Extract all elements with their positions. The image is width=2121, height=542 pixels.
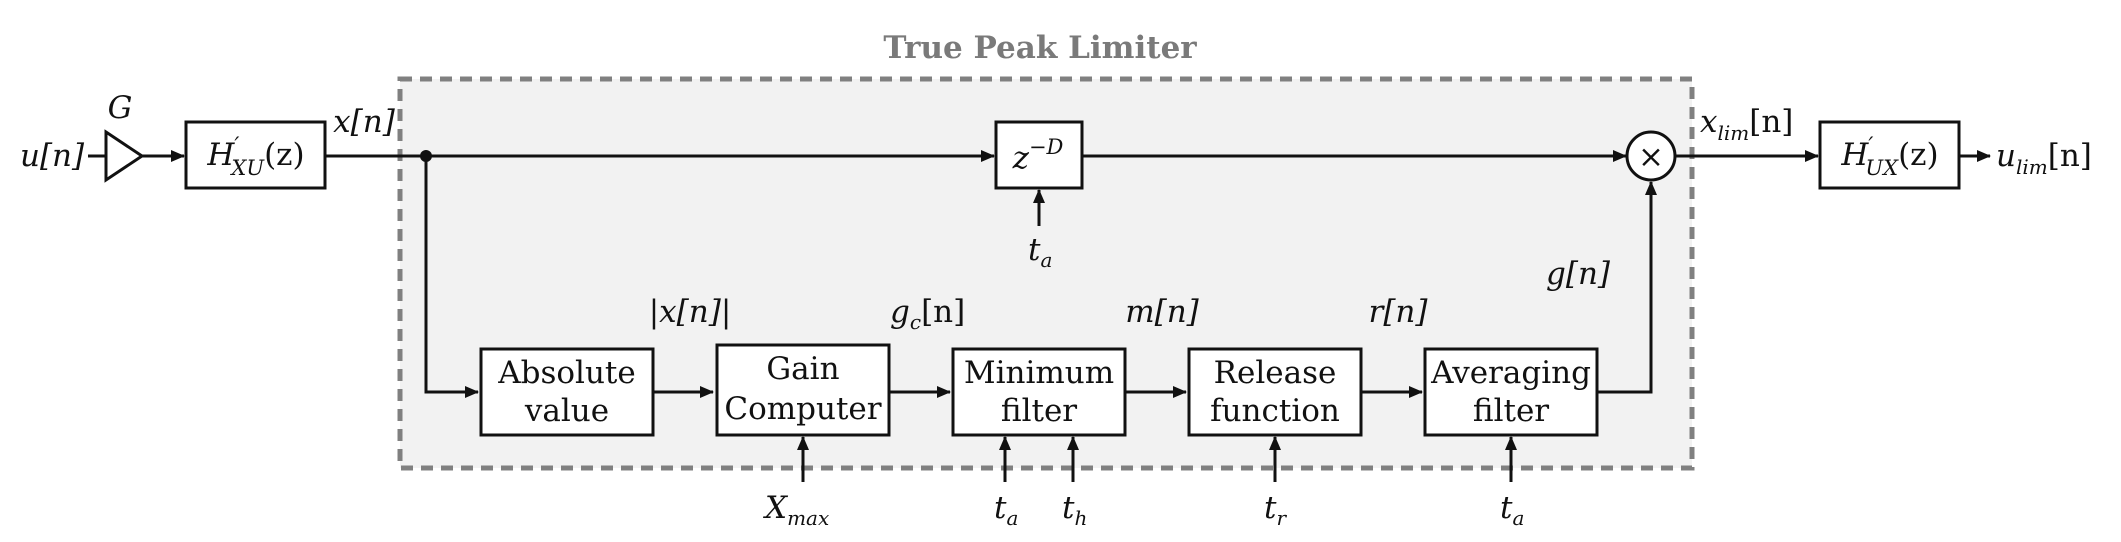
m-signal-label: m[n]	[1125, 294, 1199, 330]
averaging-filter-label-1: Averaging	[1430, 355, 1591, 391]
r-signal-label: r[n]	[1369, 294, 1429, 330]
hxu-filter-label: H′XU(z)	[206, 134, 304, 180]
minimum-filter-label-2: filter	[1001, 393, 1077, 429]
min-th-param-label: th	[1062, 490, 1087, 530]
ulim-signal-label: ulim[n]	[1996, 138, 2092, 179]
gain-computer-label-2: Computer	[724, 391, 881, 427]
averaging-filter-label-2: filter	[1473, 393, 1549, 429]
absolute-value-label-1: Absolute	[497, 355, 636, 391]
region-title: True Peak Limiter	[883, 30, 1197, 66]
hux-filter-block	[1818, 120, 1961, 190]
input-signal-label: u[n]	[20, 138, 85, 174]
delay-param-label: ta	[1028, 232, 1052, 272]
release-tr-param-label: tr	[1264, 490, 1287, 530]
gc-signal-label: gc[n]	[890, 294, 965, 334]
absolute-value-block	[479, 347, 655, 437]
minimum-filter-block	[951, 347, 1127, 437]
delay-label: z−D	[1012, 135, 1064, 176]
g-signal-label: g[n]	[1546, 256, 1611, 292]
gain-amplifier-icon	[104, 129, 145, 183]
avg-to-multiplier-line	[1597, 181, 1657, 394]
multiplier-symbol: ×	[1638, 139, 1664, 175]
xlim-signal-label: xlim[n]	[1700, 104, 1793, 145]
x-signal-label: x[n]	[333, 104, 396, 140]
min-ta-param-label: ta	[994, 490, 1018, 530]
release-function-label-2: function	[1210, 393, 1340, 429]
release-function-label-1: Release	[1214, 355, 1337, 391]
hux-filter-label: H′UX(z)	[1840, 134, 1938, 180]
avg-ta-param-label: ta	[1500, 490, 1524, 530]
absolute-value-label-2: value	[524, 393, 609, 429]
minimum-filter-label-1: Minimum	[964, 355, 1114, 391]
gain-computer-block	[715, 343, 891, 437]
gain-label: G	[108, 90, 133, 126]
branch-to-abs-line	[424, 156, 479, 398]
xmax-param-label: Xmax	[763, 490, 829, 530]
gain-computer-label-1: Gain	[766, 351, 839, 387]
abs-x-signal-label: |x[n]|	[649, 294, 732, 330]
